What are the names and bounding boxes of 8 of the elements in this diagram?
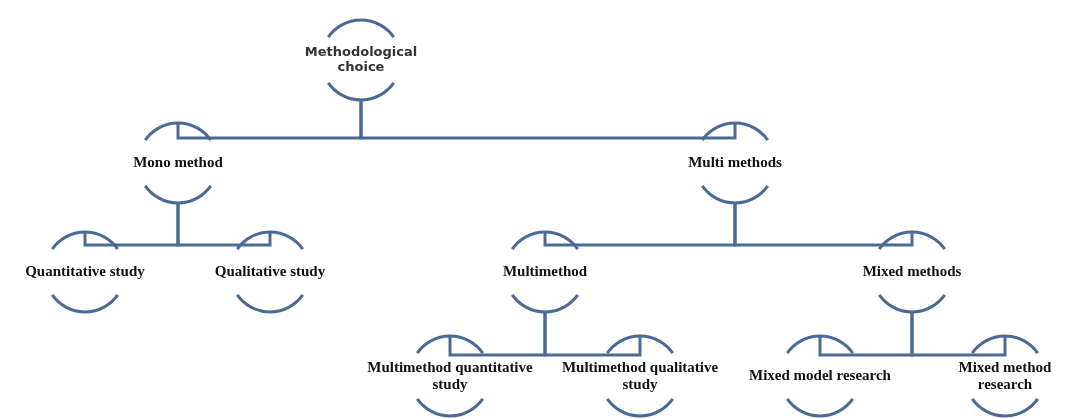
node-label: Qualitative study [212, 263, 328, 281]
bracket-node [365, 336, 535, 416]
node-label: Quantitative study [23, 263, 147, 281]
connector-line [733, 203, 914, 247]
connector-line [359, 100, 737, 140]
connector-line [910, 312, 1007, 357]
connector-line [543, 312, 642, 357]
connector-line [176, 203, 272, 247]
